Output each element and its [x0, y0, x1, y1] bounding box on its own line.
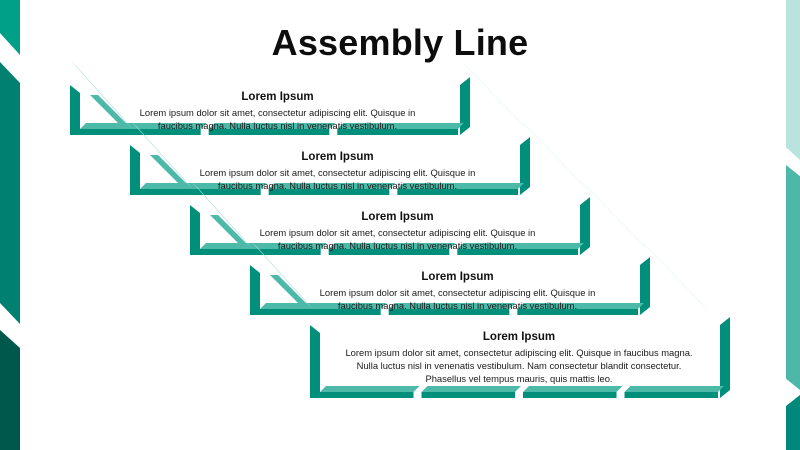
step-4-text: Lorem Ipsum Lorem ipsum dolor sit amet, … — [310, 269, 605, 312]
step-5-rail-top-4 — [624, 386, 724, 392]
step-1-left-post — [70, 85, 80, 135]
step-1-strut-back-left — [70, 60, 132, 128]
step-5-rail-front-2 — [421, 392, 515, 398]
step-3-body: Lorem ipsum dolor sit amet, consectetur … — [259, 227, 536, 251]
step-5-body: Lorem ipsum dolor sit amet, consectetur … — [345, 347, 693, 384]
page-title: Assembly Line — [271, 22, 529, 63]
step-2-rail-top-3 — [397, 183, 524, 189]
step-1-heading: Lorem Ipsum — [241, 91, 314, 103]
step-3-strut-front-left — [210, 215, 250, 247]
step-5-rail-front-1 — [320, 392, 414, 398]
step-4-strut-back-left — [250, 240, 312, 308]
step-4-rail-top-3 — [517, 303, 644, 309]
step-2-body: Lorem ipsum dolor sit amet, consectetur … — [199, 167, 476, 191]
step-4-rail-top-2 — [388, 303, 516, 309]
step-3-rail-front-2 — [328, 249, 450, 255]
step-4-right-post — [640, 257, 650, 315]
step-1-rail-top-3 — [337, 123, 464, 129]
step-1-right-post — [460, 77, 470, 135]
step-1-rail-front-1 — [80, 129, 201, 135]
step-3-text: Lorem Ipsum Lorem ipsum dolor sit amet, … — [250, 209, 545, 252]
step-4-strut-back-right — [640, 240, 710, 312]
step-2-heading: Lorem Ipsum — [301, 151, 374, 163]
step-1-rail-front-2 — [208, 129, 330, 135]
step-3-rail-top-3 — [457, 243, 584, 249]
step-2-left-post — [130, 145, 140, 195]
step-3-strut-back-right — [580, 180, 650, 252]
step-5-rail-top-3 — [523, 386, 623, 392]
step-2-rail-top-1 — [140, 183, 267, 189]
step-4-rail-top-1 — [260, 303, 387, 309]
edge-bar-left-middle — [0, 62, 20, 324]
step-1-strut-front-left — [90, 95, 130, 127]
step-2-strut-back-left — [130, 120, 192, 188]
step-5-rail-top-2 — [421, 386, 521, 392]
step-4-rail-front-3 — [517, 309, 638, 315]
step-5-heading: Lorem Ipsum — [482, 331, 556, 343]
step-3-rail-front-3 — [457, 249, 578, 255]
step-3-left-post — [190, 205, 200, 255]
step-4-heading: Lorem Ipsum — [421, 271, 494, 283]
step-2-strut-front-left — [150, 155, 190, 187]
step-4-rail-front-2 — [388, 309, 510, 315]
step-5-rail-front-4 — [624, 392, 718, 398]
step-2-strut-back-right — [520, 120, 590, 192]
step-2-rail-front-2 — [268, 189, 390, 195]
step-3-rail-top-2 — [328, 243, 456, 249]
step-4-left-post — [250, 265, 260, 315]
step-5-rail-top-1 — [320, 386, 420, 392]
step-2-right-post — [520, 137, 530, 195]
edge-bar-right-bottom — [786, 395, 800, 450]
step-3-heading: Lorem Ipsum — [361, 211, 434, 223]
step-2-rail-front-1 — [140, 189, 261, 195]
edge-bar-right-middle — [786, 165, 800, 390]
edge-bar-left-bottom — [0, 330, 20, 450]
step-1-rail-top-1 — [80, 123, 207, 129]
step-1-body: Lorem ipsum dolor sit amet, consectetur … — [139, 107, 416, 131]
step-2-rail-top-2 — [268, 183, 396, 189]
step-5-left-post — [310, 325, 320, 398]
step-4-body: Lorem ipsum dolor sit amet, consectetur … — [319, 287, 596, 311]
step-3-strut-back-left — [190, 180, 252, 248]
step-5-right-post — [720, 317, 730, 398]
step-2-text: Lorem Ipsum Lorem ipsum dolor sit amet, … — [190, 149, 485, 192]
step-1-rail-front-3 — [337, 129, 458, 135]
step-4-strut-front-left — [270, 275, 310, 307]
step-5-rail-front-3 — [523, 392, 617, 398]
step-3-rail-front-1 — [200, 249, 321, 255]
step-3-right-post — [580, 197, 590, 255]
step-1-rail-top-2 — [208, 123, 336, 129]
step-5-text: Lorem Ipsum Lorem ipsum dolor sit amet, … — [338, 329, 700, 385]
edge-bar-right-top — [786, 0, 800, 160]
step-1-strut-back-right — [460, 60, 530, 132]
step-4-rail-front-1 — [260, 309, 381, 315]
step-1-text: Lorem Ipsum Lorem ipsum dolor sit amet, … — [130, 89, 425, 132]
step-2-rail-front-3 — [397, 189, 518, 195]
step-3-rail-top-1 — [200, 243, 327, 249]
